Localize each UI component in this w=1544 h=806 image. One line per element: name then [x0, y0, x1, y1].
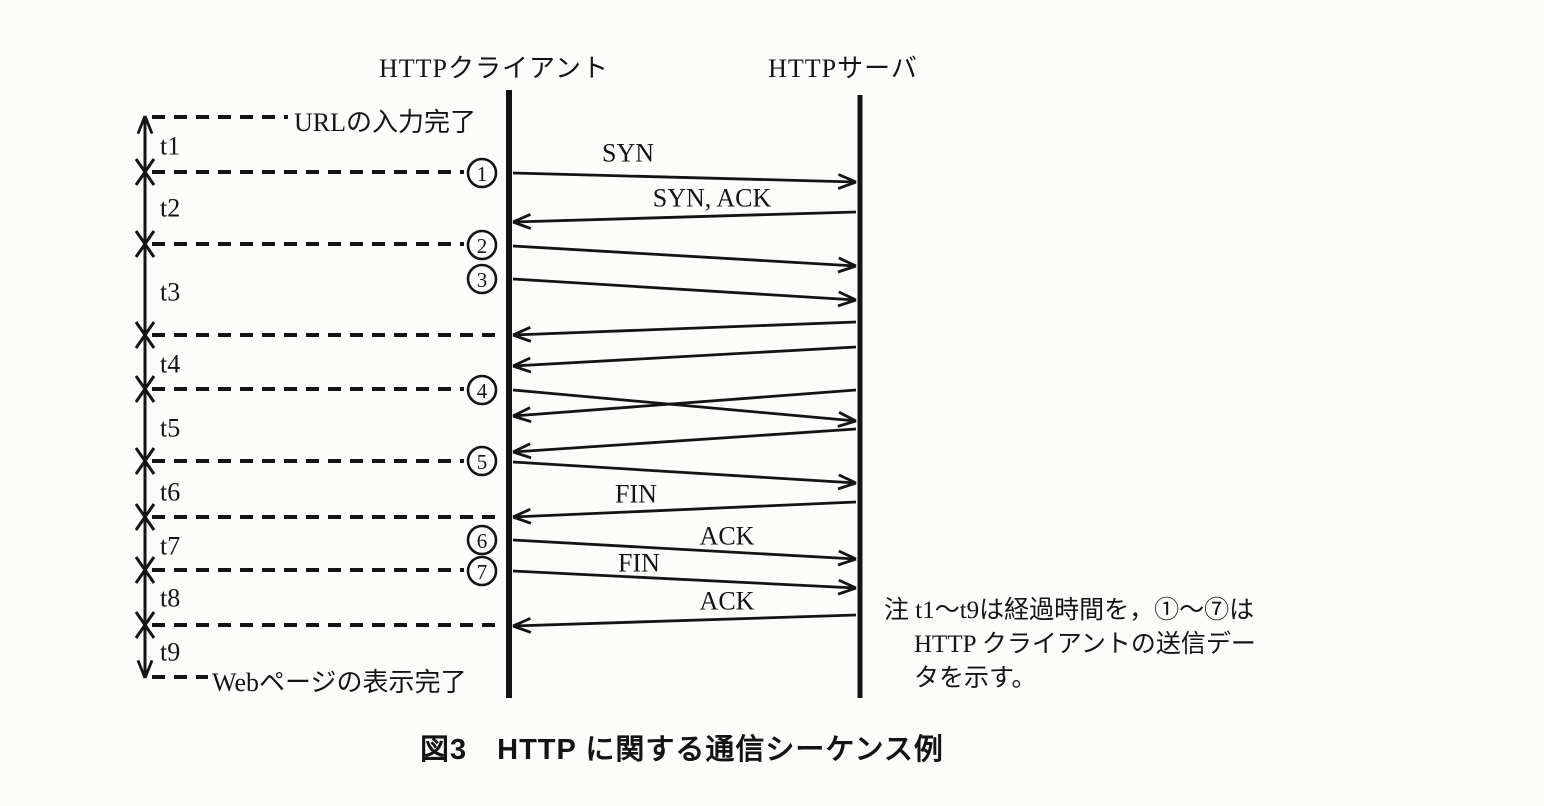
message-arrowhead	[512, 414, 532, 424]
time-axis-tick	[134, 447, 156, 475]
message-arrowhead	[512, 624, 532, 634]
circled-marker-number: 1	[477, 162, 488, 186]
message-arrowhead	[512, 213, 531, 224]
circled-marker-number: 2	[477, 234, 488, 258]
time-label: t4	[160, 350, 180, 379]
circled-marker	[466, 263, 498, 295]
message-line	[512, 171, 857, 184]
time-label: t8	[160, 584, 180, 613]
message-line	[512, 345, 857, 368]
time-axis-arrow-down	[136, 659, 147, 679]
figure-note: 注 t1～t9は経過時間を，①～⑦は HTTP クライアントの送信デー タを示す…	[884, 594, 1256, 696]
message-arrowhead	[512, 617, 531, 628]
bottom-event-label: Webページの表示完了	[212, 668, 467, 697]
message-line	[512, 388, 857, 418]
message-arrowhead	[837, 180, 857, 190]
message-line	[512, 500, 857, 519]
message-arrowhead	[838, 411, 857, 423]
message-arrowhead	[512, 356, 531, 368]
message-arrowhead	[512, 450, 532, 460]
message-arrowhead	[838, 256, 857, 268]
message-label: ACK	[700, 522, 755, 551]
time-axis-arrow-up	[136, 115, 147, 135]
top-event-label: URLの入力完了	[294, 108, 477, 137]
message-arrowhead	[512, 220, 532, 230]
message-arrowhead	[512, 326, 531, 337]
message-label: SYN, ACK	[653, 184, 772, 213]
message-arrowhead	[838, 578, 857, 590]
message-arrowhead	[838, 549, 857, 561]
message-arrowhead	[838, 290, 857, 302]
time-label: t2	[160, 194, 180, 223]
circled-marker-number: 7	[477, 560, 488, 584]
note-line-2: HTTP クライアントの送信デー	[914, 631, 1256, 658]
circled-marker	[466, 524, 498, 556]
circled-marker	[466, 445, 498, 477]
time-axis-tick	[134, 158, 156, 186]
time-label: t9	[160, 638, 180, 667]
time-label: t1	[160, 132, 180, 161]
server-lifeline-header: HTTPサーバ	[768, 54, 918, 83]
circled-marker-number: 3	[477, 268, 488, 292]
message-label: SYN	[602, 139, 654, 168]
message-label: FIN	[615, 480, 657, 509]
time-axis-arrow-down	[143, 659, 154, 679]
time-axis-arrow-up	[143, 115, 154, 135]
message-line	[512, 569, 857, 590]
message-label: FIN	[618, 549, 660, 578]
message-arrowhead	[512, 364, 532, 374]
message-line	[512, 320, 857, 337]
message-line	[512, 388, 857, 423]
circled-marker	[466, 555, 498, 587]
time-axis-tick	[134, 556, 156, 584]
message-arrowhead	[512, 333, 532, 343]
message-line	[512, 460, 857, 485]
message-arrowhead	[837, 419, 857, 428]
message-arrowhead	[512, 515, 532, 525]
message-arrowhead	[838, 473, 857, 485]
time-label: t3	[160, 278, 180, 307]
message-arrowhead	[512, 406, 531, 418]
message-line	[512, 277, 857, 302]
circled-marker	[466, 374, 498, 406]
time-axis-tick	[134, 321, 156, 349]
message-arrowhead	[837, 481, 857, 491]
message-arrowhead	[837, 173, 857, 184]
message-arrowhead	[512, 442, 531, 454]
message-arrowhead	[837, 298, 857, 308]
circled-marker	[466, 157, 498, 189]
note-line-1: 注 t1～t9は経過時間を，①～⑦は	[884, 597, 1255, 624]
message-arrowhead	[837, 557, 857, 567]
message-arrowhead	[837, 264, 857, 274]
message-line	[512, 427, 857, 454]
client-lifeline-header: HTTPクライアント	[379, 54, 609, 83]
message-arrowhead	[512, 507, 531, 519]
message-label: ACK	[700, 587, 755, 616]
note-line-3: タを示す。	[914, 665, 1037, 692]
message-line	[512, 244, 857, 268]
figure-caption: 図3 HTTP に関する通信シーケンス例	[420, 734, 944, 766]
time-axis-tick	[134, 230, 156, 258]
circled-marker-number: 4	[477, 379, 488, 403]
circled-marker-number: 6	[477, 529, 488, 553]
time-label: t5	[160, 414, 180, 443]
time-label: t7	[160, 532, 180, 561]
time-axis-tick	[134, 611, 156, 639]
message-line	[512, 538, 857, 561]
time-axis-tick	[134, 503, 156, 531]
message-line	[512, 613, 857, 628]
time-label: t6	[160, 478, 180, 507]
circled-marker-number: 5	[477, 450, 488, 474]
time-axis-tick	[134, 375, 156, 403]
circled-marker	[466, 229, 498, 261]
message-arrowhead	[837, 586, 857, 596]
message-line	[512, 210, 857, 224]
